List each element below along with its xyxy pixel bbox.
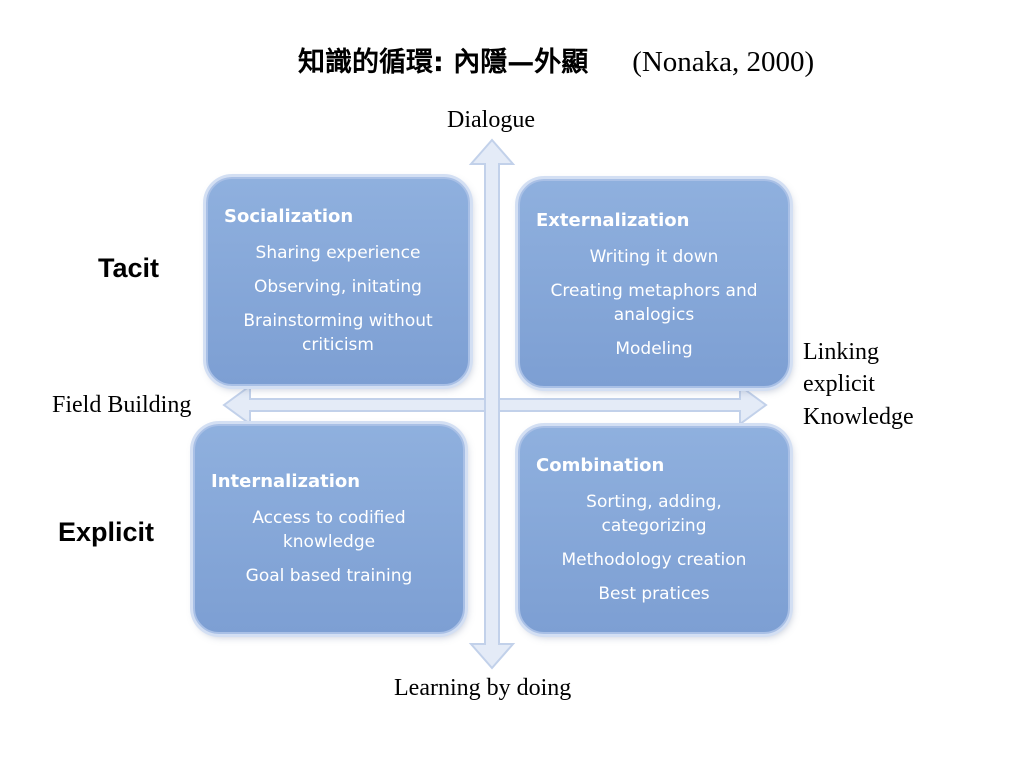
slide-title: 知識的循環: 內隱—外顯 (Nonaka, 2000) bbox=[298, 40, 938, 79]
quadrant-item: Goal based training bbox=[245, 566, 413, 586]
axis-label-right: Linking explicit Knowledge bbox=[803, 336, 914, 433]
quadrant-items: Sharing experience Observing, initating … bbox=[208, 241, 468, 367]
quadrant-item: Methodology creation bbox=[561, 550, 747, 570]
axis-label-right-line: Knowledge bbox=[803, 403, 914, 430]
quadrant-title: Combination bbox=[536, 455, 665, 476]
axis-label-left: Field Building bbox=[52, 392, 192, 418]
quadrant-item: Writing it down bbox=[589, 247, 719, 267]
side-label-explicit: Explicit bbox=[58, 517, 155, 547]
quadrant-items: Access to codified knowledge Goal based … bbox=[195, 506, 463, 598]
quadrant-title: Socialization bbox=[224, 206, 354, 227]
axis-label-right-line: Linking bbox=[803, 339, 879, 365]
quadrant-item: Sharing experience bbox=[255, 243, 421, 263]
quadrant-item: Best pratices bbox=[598, 584, 710, 604]
vertical-arrow bbox=[468, 138, 516, 670]
quadrant-title: Externalization bbox=[536, 210, 690, 231]
side-label-tacit: Tacit bbox=[98, 253, 160, 283]
quadrant-item: Sorting, adding, categorizing bbox=[586, 492, 722, 536]
quadrant-items: Sorting, adding, categorizing Methodolog… bbox=[520, 490, 788, 616]
quadrant-internalization: Internalization Access to codified knowl… bbox=[193, 424, 465, 634]
quadrant-item: Modeling bbox=[615, 339, 693, 359]
title-chinese: 知識的循環: 內隱—外顯 bbox=[298, 47, 589, 78]
title-citation: (Nonaka, 2000) bbox=[632, 46, 815, 78]
axis-label-right-line: explicit bbox=[803, 371, 875, 398]
quadrant-item: Observing, initating bbox=[254, 277, 422, 297]
quadrant-externalization: Externalization Writing it down Creating… bbox=[518, 179, 790, 388]
axis-label-top: Dialogue bbox=[447, 107, 535, 133]
quadrant-item: Access to codified knowledge bbox=[252, 508, 406, 552]
axis-label-bottom: Learning by doing bbox=[394, 675, 572, 701]
quadrant-title: Internalization bbox=[211, 471, 361, 492]
quadrant-item: Brainstorming without criticism bbox=[243, 311, 433, 355]
quadrant-socialization: Socialization Sharing experience Observi… bbox=[206, 177, 470, 386]
quadrant-item: Creating metaphors and analogics bbox=[550, 281, 758, 325]
quadrant-items: Writing it down Creating metaphors and a… bbox=[520, 245, 788, 371]
quadrant-combination: Combination Sorting, adding, categorizin… bbox=[518, 426, 790, 634]
